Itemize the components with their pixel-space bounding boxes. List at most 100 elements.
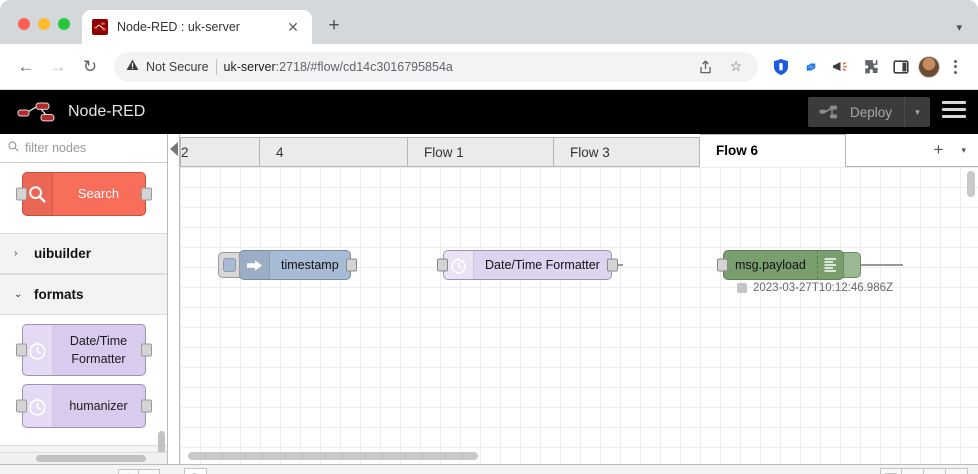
node-input-port[interactable]: [15, 343, 27, 357]
triangle-left-icon: [169, 142, 178, 156]
node-output-port[interactable]: [140, 187, 152, 201]
palette-node-datetime-formatter[interactable]: Date/Time Formatter: [15, 324, 152, 376]
palette-footer-actions: [0, 469, 168, 474]
app-title: Node-RED: [68, 103, 146, 120]
minimize-window-button[interactable]: [38, 18, 50, 30]
flow-tab-flow-1[interactable]: Flow 1: [408, 137, 554, 166]
palette-group-formats[interactable]: ⌄ formats: [0, 274, 167, 315]
flow-tab-flow-6[interactable]: Flow 6: [700, 134, 846, 167]
maximize-window-button[interactable]: [58, 18, 70, 30]
footer-search-wrap: [168, 468, 207, 474]
flow-list-dropdown-button[interactable]: ▾: [961, 144, 966, 155]
node-red-logo-icon: [17, 102, 55, 122]
node-red-body: filter nodes Search: [0, 134, 978, 464]
search-flows-button[interactable]: [184, 468, 207, 474]
palette-node-humanizer[interactable]: humanizer: [15, 384, 152, 428]
add-flow-button[interactable]: +: [933, 140, 944, 159]
inject-trigger-button[interactable]: [218, 252, 240, 278]
flow-tab-2[interactable]: 2: [180, 137, 260, 166]
expand-all-button[interactable]: [139, 469, 160, 474]
palette-sidebar: filter nodes Search: [0, 134, 168, 464]
reload-button[interactable]: ↻: [82, 56, 98, 76]
palette-hscroll-thumb[interactable]: [36, 455, 146, 462]
collapse-palette-button[interactable]: [168, 134, 180, 464]
search-icon: [8, 141, 19, 155]
link-extension-icon[interactable]: [798, 54, 824, 80]
shield-extension-icon[interactable]: [768, 54, 794, 80]
flow-tabs-actions: + ▾: [921, 134, 978, 166]
palette-node-label: Date/Time Formatter: [69, 333, 128, 366]
flow-node-status: 2023-03-27T10:12:46.986Z: [737, 282, 893, 294]
main-menu-icon[interactable]: [942, 101, 966, 118]
zoom-in-button[interactable]: +: [946, 468, 968, 474]
status-dot-icon: [737, 283, 747, 293]
flow-node-datetime-formatter[interactable]: Date/Time Formatter: [437, 250, 618, 280]
address-bar[interactable]: Not Secure uk-server:2718/#flow/cd14c301…: [114, 51, 758, 82]
palette-vertical-scrollbar[interactable]: [158, 431, 165, 452]
flow-tab-label: Flow 1: [424, 144, 464, 160]
forward-button[interactable]: →: [49, 56, 67, 76]
palette-node-label: humanizer: [69, 398, 128, 413]
palette-group-smarthome[interactable]: › smarthome: [0, 445, 167, 452]
canvas-vertical-scrollbar[interactable]: [967, 171, 975, 197]
sidepanel-icon[interactable]: [888, 54, 914, 80]
node-output-port[interactable]: [140, 343, 152, 357]
node-input-port[interactable]: [717, 258, 728, 272]
share-icon[interactable]: [693, 55, 717, 79]
omnibox-divider: [215, 58, 217, 75]
security-status-text: Not Secure: [146, 59, 209, 74]
clock-icon: [22, 325, 53, 375]
browser-tab[interactable]: Node-RED : uk-server ✕: [82, 10, 312, 44]
palette-horizontal-scrollbar[interactable]: [0, 452, 167, 464]
collapse-all-button[interactable]: [118, 469, 139, 474]
clock-icon: [444, 251, 474, 279]
node-input-port[interactable]: [15, 187, 27, 201]
flow-workspace: 2 4 Flow 1 Flow 3 Flow 6 + ▾: [180, 134, 978, 464]
palette-filter-placeholder: filter nodes: [25, 141, 87, 155]
deploy-control: Deploy ▾: [807, 97, 930, 127]
deploy-button[interactable]: Deploy: [807, 97, 904, 127]
flow-tab-label: 2: [181, 144, 189, 160]
palette-group-uibuilder[interactable]: › uibuilder: [0, 233, 167, 274]
node-input-port[interactable]: [15, 399, 27, 413]
zoom-out-button[interactable]: −: [902, 468, 924, 474]
chevron-down-icon[interactable]: ▾: [956, 22, 962, 34]
node-red-favicon: [92, 19, 108, 35]
node-output-port[interactable]: [140, 399, 152, 413]
flow-tab-4[interactable]: 4: [260, 137, 408, 166]
bookmark-star-icon[interactable]: ☆: [729, 58, 743, 74]
flow-node-inject[interactable]: timestamp: [218, 250, 357, 280]
flow-canvas[interactable]: timestamp: [180, 167, 978, 464]
palette-group-label: uibuilder: [34, 246, 91, 261]
palette-node-search[interactable]: Search: [15, 172, 152, 216]
close-icon[interactable]: ✕: [287, 18, 299, 35]
flow-tab-label: Flow 6: [716, 143, 759, 158]
debug-enable-toggle[interactable]: [842, 252, 861, 278]
flow-tab-label: Flow 3: [570, 144, 610, 160]
megaphone-extension-icon[interactable]: [828, 54, 854, 80]
node-output-port[interactable]: [606, 258, 618, 272]
new-tab-button[interactable]: +: [328, 15, 340, 36]
avatar[interactable]: [918, 55, 940, 78]
palette-filter[interactable]: filter nodes: [0, 134, 167, 163]
close-window-button[interactable]: [18, 18, 30, 30]
flow-tabs: 2 4 Flow 1 Flow 3 Flow 6 + ▾: [180, 134, 978, 167]
palette-node-label: Search: [77, 185, 120, 201]
canvas-horizontal-scrollbar[interactable]: [188, 452, 478, 460]
status-text: 2023-03-27T10:12:46.986Z: [753, 282, 894, 294]
deploy-dropdown-button[interactable]: ▾: [904, 97, 930, 127]
puzzle-extensions-icon[interactable]: [858, 54, 884, 80]
flow-node-debug[interactable]: msg.payload: [717, 250, 893, 294]
chrome-menu-icon[interactable]: [944, 56, 966, 78]
browser-toolbar: ← → ↻ Not Secure uk-server:2718/#flow/cd…: [0, 44, 978, 90]
back-button[interactable]: ←: [17, 56, 35, 76]
node-output-port[interactable]: [345, 258, 357, 272]
debug-list-icon: [816, 251, 843, 279]
palette-scroll-area: Search › uibuilder ⌄ formats: [0, 163, 167, 452]
node-input-port[interactable]: [437, 258, 448, 272]
chevron-right-icon: ›: [14, 248, 18, 259]
flow-tab-flow-3[interactable]: Flow 3: [554, 137, 700, 166]
url-host: uk-server: [223, 59, 276, 74]
zoom-reset-button[interactable]: ○: [924, 468, 946, 474]
navigator-map-button[interactable]: [880, 468, 902, 474]
